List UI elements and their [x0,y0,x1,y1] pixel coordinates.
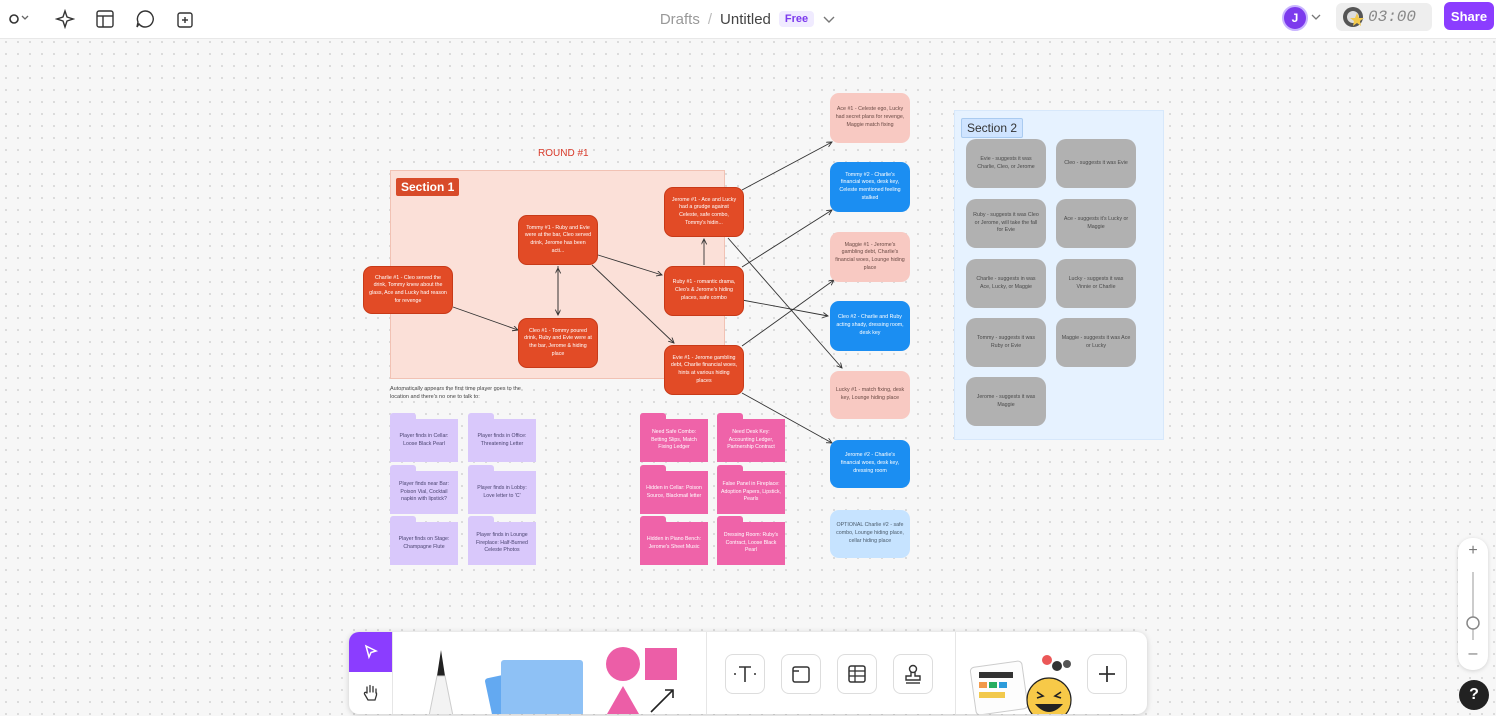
evidence-card[interactable]: Need Safe Combo: Betting Slips, Match Fi… [640,413,708,462]
timer[interactable]: 03:00 [1336,3,1432,31]
text-tool-button[interactable] [725,654,765,694]
round-title: ROUND #1 [538,148,589,159]
timer-value: 03:00 [1368,8,1417,26]
auto-appear-note[interactable]: Automatically appears the first time pla… [390,386,521,400]
stamp-icon [905,664,921,684]
avatar-chevron-icon[interactable] [1310,12,1322,22]
node-jerome-2[interactable]: Jerome #2 - Charlie's financial woes, de… [830,440,910,488]
ai-sparkle-button[interactable] [51,5,79,33]
evidence-card[interactable]: Hidden in Piano Bench: Jerome's Sheet Mu… [640,516,708,565]
add-frame-icon [177,12,193,28]
section-tool-button[interactable] [781,654,821,694]
connector [452,306,518,330]
add-more-button[interactable] [1087,654,1127,694]
node-jerome-1[interactable]: Jerome #1 - Ace and Lucky had a grudge a… [664,187,744,237]
hand-tool-button[interactable] [349,672,392,714]
node-maggie-1[interactable]: Maggie #1 - Jerome's gambling debt, Char… [830,232,910,282]
evidence-card[interactable]: False Panel in Fireplace: Adoption Paper… [717,465,785,514]
suggestion-node[interactable]: Cleo - suggests it was Evie [1056,139,1136,188]
pen-tool-icon[interactable] [419,646,463,714]
table-icon [848,665,866,683]
sparkle-icon [55,9,75,29]
breadcrumb: Drafts / Untitled Free [0,0,1496,38]
sticky-note-tool-icon[interactable] [479,646,589,714]
clue-card[interactable]: Player finds near Bar: Poison Vial, Cock… [390,465,458,514]
evidence-card[interactable]: Dressing Room: Ruby's Contract, Loose Bl… [717,516,785,565]
stamp-tool-button[interactable] [893,654,933,694]
connector [741,280,834,347]
add-page-button[interactable] [171,5,199,33]
toolbar-divider [955,632,956,714]
shapes-tool-icon[interactable] [599,644,685,714]
section-2-label[interactable]: Section 2 [961,118,1024,138]
cursor-arrow-icon [364,644,378,660]
help-button[interactable]: ? [1459,680,1489,710]
toolbar-divider [706,632,707,714]
node-lucky-1[interactable]: Lucky #1 - match fixing, desk key, Loung… [830,371,910,419]
layout-icon [96,10,114,28]
node-charlie-2-optional[interactable]: OPTIONAL Charlie #2 - safe combo, Lounge… [830,510,910,558]
suggestion-node[interactable]: Charlie - suggests in was Ace, Lucky, or… [966,259,1046,308]
plan-badge[interactable]: Free [778,11,815,27]
suggestion-node[interactable]: Evie - suggests it was Charlie, Cleo, or… [966,139,1046,188]
plus-icon [1099,666,1115,682]
table-tool-button[interactable] [837,654,877,694]
suggestion-node[interactable]: Lucky - suggests it was Vinnie or Charli… [1056,259,1136,308]
suggestion-node[interactable]: Ruby - suggests it was Cleo or Jerome, w… [966,199,1046,248]
timer-avatar-icon [1343,7,1364,27]
connector [741,210,832,268]
connector [741,299,828,316]
suggestion-node[interactable]: Jerome - suggests it was Maggie [966,377,1046,426]
toolbar-divider [392,632,393,714]
suggestion-node[interactable]: Tommy - suggests it was Ruby or Evie [966,318,1046,367]
suggestion-node[interactable]: Ace - suggests it's Lucky or Maggie [1056,199,1136,248]
node-ace-1[interactable]: Ace #1 - Celeste ego, Lucky had secret p… [830,93,910,143]
node-charlie-1[interactable]: Charlie #1 - Cleo served the drink, Tomm… [363,266,453,314]
connector [597,254,662,275]
hand-icon [363,684,377,701]
clue-card[interactable]: Player finds on Stage: Champagne Flute [390,516,458,565]
connector [591,264,674,343]
main-menu-button[interactable] [4,5,36,33]
node-tommy-2[interactable]: Tommy #2 - Charlie's financial woes, des… [830,162,910,212]
node-cleo-1[interactable]: Cleo #1 - Tommy poured drink, Ruby and E… [518,318,598,368]
file-title[interactable]: Untitled [720,10,771,28]
connector [741,142,832,191]
node-ruby-1[interactable]: Ruby #1 - romantic drama, Cleo's & Jerom… [664,266,744,316]
text-icon [734,666,756,682]
comments-button[interactable] [131,5,159,33]
top-bar: Drafts / Untitled Free J 03:00 Share [0,0,1496,39]
node-cleo-2[interactable]: Cleo #2 - Charlie and Ruby acting shady,… [830,301,910,351]
node-tommy-1[interactable]: Tommy #1 - Ruby and Evie were at the bar… [518,215,598,265]
connector [727,237,842,368]
chevron-down-icon[interactable] [822,14,836,24]
suggestion-node[interactable]: Maggie - suggests it was Ace or Lucky [1056,318,1136,367]
move-tool-button[interactable] [349,632,392,672]
zoom-in-button[interactable]: + [1468,542,1478,559]
node-evie-1[interactable]: Evie #1 - Jerome gambling debt, Charlie … [664,345,744,395]
section-icon [792,666,810,683]
breadcrumb-drafts[interactable]: Drafts [659,10,700,28]
avatar[interactable]: J [1282,5,1308,31]
breadcrumb-separator: / [707,10,713,28]
comment-icon [136,10,154,28]
zoom-controls: + – [1458,538,1488,670]
clue-card[interactable]: Player finds in Lobby: Love letter to 'C… [468,465,536,514]
clue-card[interactable]: Player finds in Cellar: Loose Black Pear… [390,413,458,462]
templates-button[interactable] [91,5,119,33]
figma-logo-icon [9,14,29,24]
section-1-label[interactable]: Section 1 [396,178,460,196]
bottom-toolbar [349,632,1147,714]
zoom-out-button[interactable]: – [1468,645,1478,662]
evidence-card[interactable]: Need Desk Key: Accounting Ledger, Partne… [717,413,785,462]
zoom-slider[interactable] [1458,568,1488,644]
share-button[interactable]: Share [1444,2,1494,30]
evidence-card[interactable]: Hidden in Cellar: Poison Source, Blackma… [640,465,708,514]
clue-card[interactable]: Player finds in Office: Threatening Lett… [468,413,536,462]
widgets-stickers-icon[interactable] [969,642,1075,714]
connector [741,392,832,443]
clue-card[interactable]: Player finds in Lounge Fireplace: Half-B… [468,516,536,565]
